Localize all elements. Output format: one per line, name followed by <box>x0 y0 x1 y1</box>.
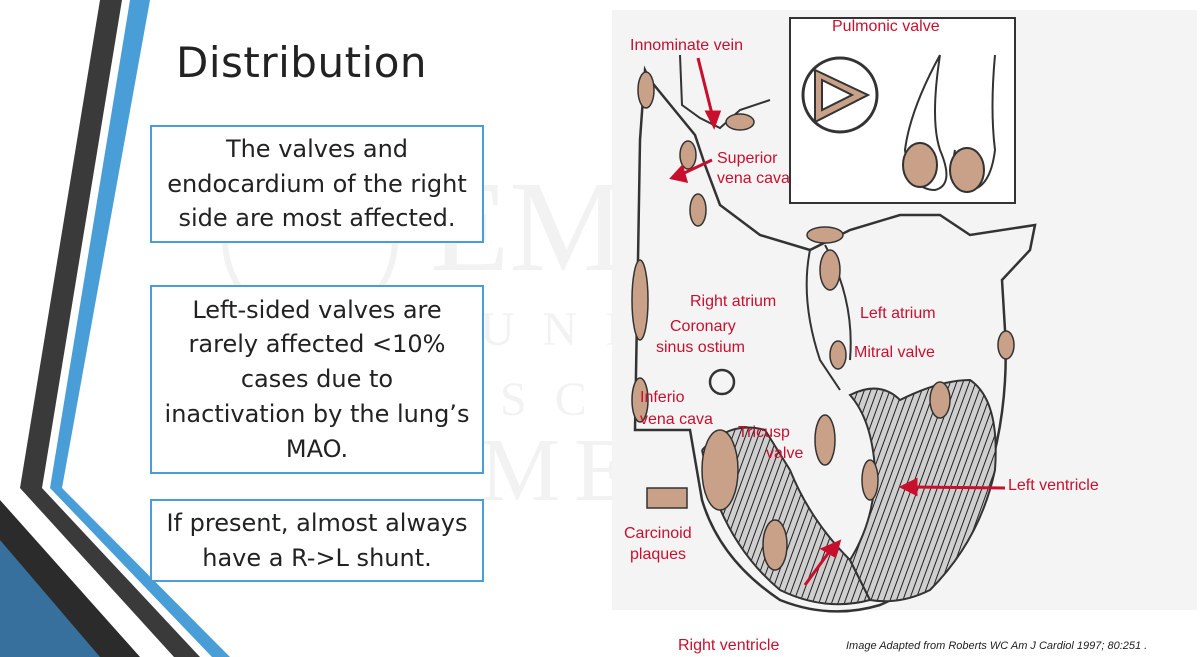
label-right-atrium: Right atrium <box>690 293 776 310</box>
label-coronary-2: sinus ostium <box>656 339 745 356</box>
label-superior-vena-cava-1: Superior <box>717 150 778 167</box>
label-superior-vena-cava-2: vena cava <box>717 170 790 187</box>
label-carcinoid-2: plaques <box>630 546 686 563</box>
label-carcinoid-1: Carcinoid <box>624 525 692 542</box>
text-box-left-sided-valves: Left-sided valves are rarely affected <1… <box>150 285 484 474</box>
label-left-ventricle: Left ventricle <box>1008 477 1099 494</box>
label-pulmonic-valve: Pulmonic valve <box>832 18 940 35</box>
label-left-atrium: Left atrium <box>860 305 936 322</box>
text-box-shunt-text: If present, almost always have a R->L sh… <box>166 506 467 576</box>
slide-title: Distribution <box>176 38 427 87</box>
carcinoid-plaque-swatch <box>647 488 687 508</box>
label-inferior-vena-cava-1: Inferio <box>640 389 685 406</box>
label-mitral-valve: Mitral valve <box>854 344 935 361</box>
label-tricuspid-valve-2: valve <box>766 445 803 462</box>
label-innominate-vein: Innominate vein <box>630 37 743 54</box>
label-right-ventricle: Right ventricle <box>678 637 779 654</box>
heart-diagram: Innominate vein Pulmonic valve Superior … <box>610 0 1200 657</box>
pulmonic-valve-inset <box>790 18 1015 203</box>
label-tricuspid-valve-1: Tricusp <box>738 424 790 441</box>
text-box-right-side-text: The valves and endocardium of the right … <box>167 132 467 236</box>
label-coronary-1: Coronary <box>670 318 736 335</box>
label-inferior-vena-cava-2: vena cava <box>640 411 713 428</box>
text-box-shunt: If present, almost always have a R->L sh… <box>150 499 484 582</box>
image-credit: Image Adapted from Roberts WC Am J Cardi… <box>846 640 1147 652</box>
text-box-right-side: The valves and endocardium of the right … <box>150 125 484 243</box>
text-box-left-sided-valves-text: Left-sided valves are rarely affected <1… <box>165 293 470 467</box>
